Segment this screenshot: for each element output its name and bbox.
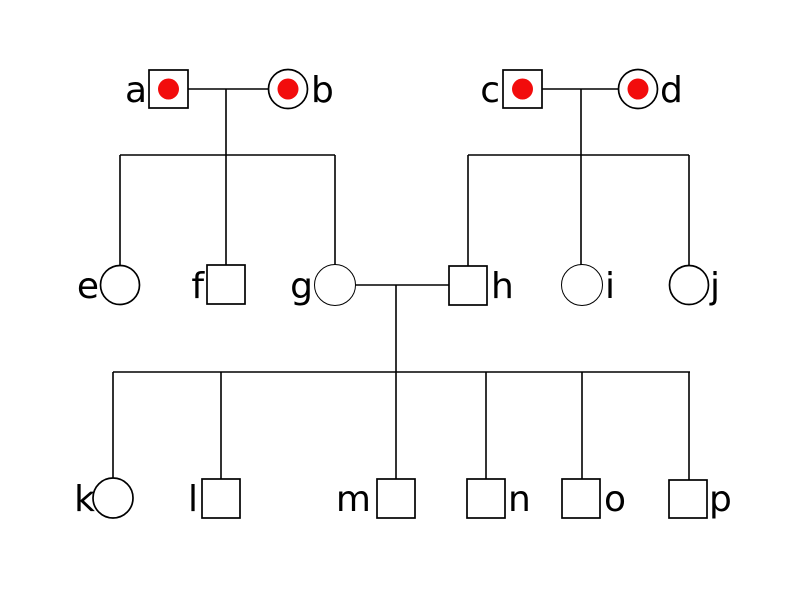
individual-b-label: b [311,70,334,111]
individual-j-label: j [709,266,720,307]
individual-i-label: i [605,266,615,307]
male-square-icon [668,479,708,519]
individual-h-label: h [491,266,514,307]
individual-n: n [466,478,531,520]
individual-p: p [668,479,732,520]
individual-d: d [617,68,683,111]
individual-h: h [448,265,514,307]
female-circle-icon [92,477,134,519]
individual-l: l [188,478,241,520]
male-square-icon [561,478,601,519]
individual-g: g [290,264,356,307]
affected-female-circle-icon [314,264,356,306]
individual-i: i [561,264,615,307]
individual-n-label: n [508,479,531,520]
male-square-icon [448,265,488,306]
individual-o: o [561,478,626,520]
individual-f-label: f [191,266,205,307]
individual-p-label: p [709,479,732,520]
individual-m: m [336,478,416,520]
individual-m-label: m [336,479,371,520]
male-square-icon [201,478,241,519]
male-square-icon [466,478,506,519]
individual-b: b [267,68,334,111]
individual-f: f [191,264,246,307]
individual-l-label: l [188,479,198,520]
individual-c-label: c [480,70,500,111]
individual-g-label: g [290,266,313,307]
female-circle-icon [99,264,141,306]
individual-a-label: a [125,70,147,111]
individual-j: j [668,264,720,307]
individual-e-label: e [77,266,99,307]
individual-k: k [74,477,134,520]
individual-o-label: o [604,479,626,520]
individual-c: c [480,69,543,111]
male-square-icon [206,264,246,305]
male-square-icon [148,69,189,109]
connector-lines [112,88,690,480]
individual-d-label: d [660,70,683,111]
carrier-red-dot-icon [627,78,649,100]
individual-e: e [77,264,141,307]
carrier-red-dot-icon [277,78,299,100]
affected-female-circle-icon [561,264,603,306]
individual-k-label: k [74,479,95,520]
female-circle-icon [668,264,710,306]
carrier-red-dot-icon [512,78,533,100]
individual-a: a [125,69,189,111]
male-square-icon [376,478,416,519]
carrier-red-dot-icon [158,78,179,100]
